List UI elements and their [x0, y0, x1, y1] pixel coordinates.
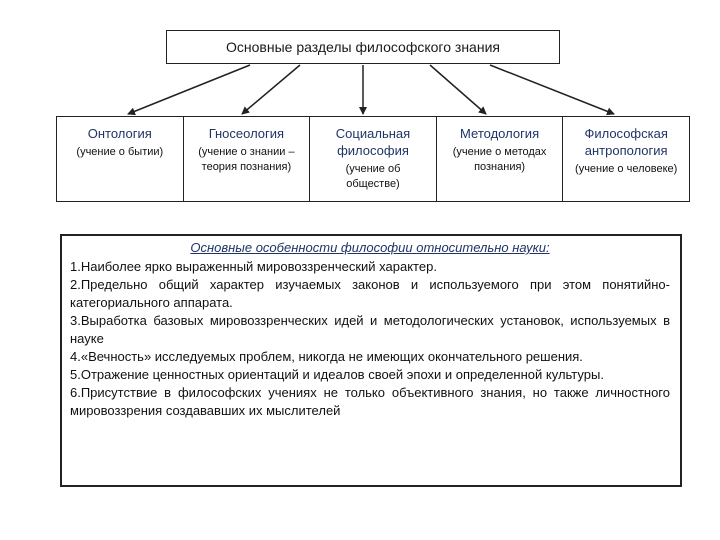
feature-item: 2.Предельно общий характер изучаемых зак… [70, 277, 670, 310]
branch-desc: (учение о знании –теория познания) [198, 146, 295, 173]
branch-title: Философская антропология [584, 126, 668, 158]
feature-item: 4.«Вечность» исследуемых проблем, никогд… [70, 349, 583, 364]
feature-item: 3.Выработка базовых мировоззренческих ид… [70, 313, 670, 346]
branch-desc: (учение о методах познания) [452, 146, 547, 173]
branch-title: Методология [460, 126, 540, 141]
arrow-methodology [429, 64, 487, 115]
branch-desc: (учение о бытии) [76, 146, 164, 158]
branch-desc: (учение о человеке) [575, 163, 678, 175]
branch-ontology: Онтология (учение о бытии) [57, 117, 184, 201]
arrow-ontology [127, 64, 251, 116]
branch-title: Гносеология [208, 126, 285, 141]
features-title: Основные особенности философии относител… [190, 240, 550, 255]
feature-item: 5.Отражение ценностных ориентаций и идеа… [70, 367, 604, 382]
root-node: Основные разделы философского знания [166, 30, 560, 64]
branch-methodology: Методология (учение о методах познания) [437, 117, 564, 201]
feature-item: 6.Присутствие в философских учениях не т… [70, 385, 670, 418]
features-box: Основные особенности философии относител… [60, 234, 682, 487]
branch-gnoseology: Гносеология (учение о знании –теория поз… [184, 117, 311, 201]
branch-anthropology: Философская антропология (учение о челов… [563, 117, 689, 201]
arrow-anthropology [489, 64, 615, 116]
arrow-gnoseology [241, 64, 301, 115]
branch-title: Социальная философия [335, 126, 411, 158]
branch-row: Онтология (учение о бытии) Гносеология (… [56, 116, 690, 202]
feature-item: 1.Наиболее ярко выраженный мировоззренче… [70, 259, 437, 274]
branch-title: Онтология [87, 126, 152, 141]
root-title: Основные разделы философского знания [226, 39, 500, 55]
branch-desc: (учение об обществе) [345, 163, 401, 190]
branch-social-philosophy: Социальная философия (учение об обществе… [310, 117, 437, 201]
